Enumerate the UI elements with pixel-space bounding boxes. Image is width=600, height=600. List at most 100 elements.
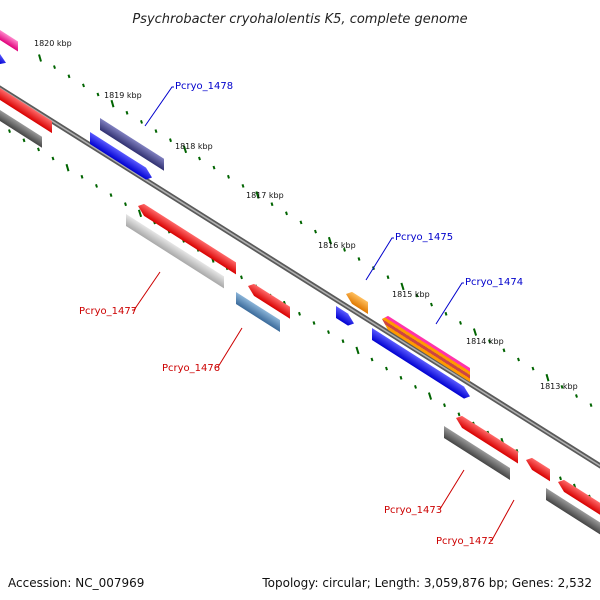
feature-topleft-magenta [0, 23, 18, 52]
tick-dot [517, 357, 520, 362]
tick-dot [255, 191, 260, 199]
tick-dot [385, 366, 388, 371]
tick-dot [299, 220, 303, 225]
feature-pcryo-1477-lightgray [126, 214, 224, 289]
tick-dot [124, 202, 127, 207]
tick-dot [488, 339, 491, 344]
tick-dot [298, 311, 301, 316]
tick-dot [125, 110, 129, 115]
tick-dot [110, 99, 115, 108]
tick-dot [38, 54, 42, 62]
tick-dot [198, 156, 201, 161]
leader-pcryo-1478 [144, 86, 174, 127]
tick-dot [22, 138, 26, 143]
tick-dot [80, 174, 84, 179]
tick-dot [531, 366, 535, 371]
leader-pcryo-1474 [435, 282, 464, 325]
tick-dot [457, 412, 461, 417]
tick-dot [53, 65, 56, 69]
backbone-line-highlight [0, 87, 600, 467]
tick-dot [357, 257, 361, 261]
feature-pcryo-1472-red [558, 479, 600, 527]
feature-pcryo-1478-purple [100, 118, 164, 171]
tick-dot [65, 163, 70, 172]
tick-dot [386, 275, 390, 280]
tick-dot [399, 375, 403, 380]
tick-dot [8, 129, 11, 133]
tick-dot [430, 302, 433, 307]
tick-dot [169, 138, 172, 143]
tick-dot [414, 385, 417, 389]
leader-pcryo-1473 [438, 469, 465, 510]
tick-dot [370, 357, 374, 362]
tick-dot [559, 476, 562, 481]
tick-dot [312, 321, 316, 325]
tick-dot [502, 348, 506, 353]
tick-dot [314, 229, 317, 234]
backbone [0, 85, 600, 469]
gene-label-pcryo-1478: Pcryo_1478 [175, 81, 233, 92]
tick-dot [212, 165, 216, 170]
feature-pcryo-1472-small-red [526, 457, 550, 482]
feature-left-red [0, 81, 52, 134]
leader-pcryo-1477 [132, 271, 161, 311]
features [0, 23, 600, 545]
tick-dot [443, 403, 446, 408]
feature-pcryo-1474-blue [372, 328, 470, 399]
tick-dot [341, 339, 345, 344]
tick-dot [472, 328, 478, 336]
leader-pcryo-1472 [490, 499, 515, 541]
tick-label-1818: 1818 kbp [175, 142, 213, 151]
gene-label-pcryo-1472: Pcryo_1472 [436, 536, 494, 547]
map-title: Psychrobacter cryohalolentis K5, complet… [132, 12, 467, 27]
tick-dot [227, 174, 230, 179]
feature-topleft-blue [0, 47, 6, 64]
tick-label-1813: 1813 kbp [540, 382, 578, 391]
feature-left-gray [0, 103, 42, 148]
tick-dot [137, 209, 143, 218]
gene-label-pcryo-1477: Pcryo_1477 [79, 306, 137, 317]
tick-dot [285, 211, 288, 216]
tick-dot [240, 275, 243, 280]
tick-dot [400, 282, 405, 291]
tick-dot [444, 311, 448, 316]
tick-dot [355, 346, 360, 355]
feature-pcryo-1473-gray [444, 426, 510, 481]
tick-dot [270, 202, 274, 207]
tick-label-1815: 1815 kbp [392, 290, 430, 299]
tick-dot [109, 193, 113, 197]
feature-pcryo-1474-striped [382, 315, 470, 383]
tick-dot [95, 184, 98, 188]
tick-label-1817: 1817 kbp [246, 191, 284, 200]
tick-dot [182, 145, 188, 154]
tick-dot [415, 293, 419, 298]
tick-dot [327, 330, 330, 334]
feature-pcryo-1478-blue [90, 132, 152, 180]
feature-pcryo-1472-gray [546, 488, 600, 545]
tick-dot [575, 394, 578, 398]
tick-dot [427, 392, 433, 400]
leader-pcryo-1475 [365, 237, 394, 281]
tick-label-1819: 1819 kbp [104, 91, 142, 100]
tick-label-1814: 1814 kbp [466, 337, 504, 346]
tick-dot [96, 92, 100, 97]
tick-dot [343, 247, 346, 252]
accession-text: Accession: NC_007969 [8, 576, 144, 590]
gene-label-pcryo-1476: Pcryo_1476 [162, 363, 220, 374]
tick-dot [589, 403, 593, 407]
feature-pcryo-1475-orange [346, 291, 368, 315]
tick-dot [241, 184, 245, 188]
tick-dot [51, 156, 55, 161]
feature-pcryo-1475-blue [336, 306, 354, 326]
summary-text: Topology: circular; Length: 3,059,876 bp… [261, 576, 592, 590]
tick-dot [459, 321, 462, 325]
tick-labels: 1820 kbp 1819 kbp 1818 kbp 1817 kbp 1816… [34, 39, 578, 391]
tick-dot [67, 74, 71, 79]
tick-dot [327, 236, 333, 245]
tick-label-1820: 1820 kbp [34, 39, 72, 48]
gene-label-pcryo-1473: Pcryo_1473 [384, 505, 442, 516]
gene-label-pcryo-1474: Pcryo_1474 [465, 277, 523, 288]
feature-pcryo-1476-steelblue [236, 292, 280, 333]
